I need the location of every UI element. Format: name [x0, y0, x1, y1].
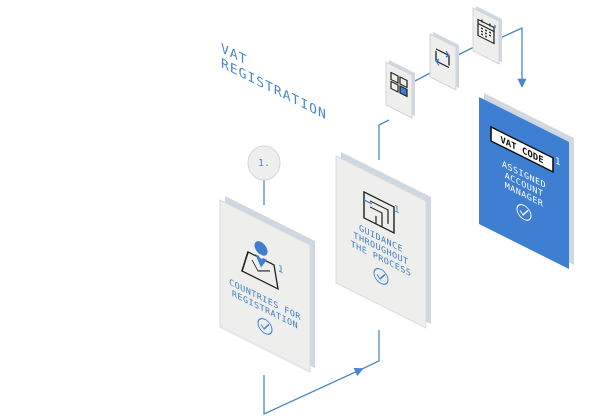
maze-guidance-icon: 1: [363, 190, 400, 234]
card-account-manager: VAT CODE 1 ASSIGNED ACCOUNT MANAGER: [479, 93, 574, 269]
tile-grid: [385, 60, 415, 119]
tile-calendar: [472, 6, 502, 65]
check-circle-icon: [373, 268, 389, 285]
step-badge-label: 1.: [258, 158, 270, 169]
tile-cycle: [429, 32, 459, 91]
flow-line-card1-to-card2: [263, 367, 364, 416]
check-circle-icon: [257, 318, 273, 335]
calendar-icon: [477, 18, 496, 45]
cycle-arrows-icon: [435, 48, 450, 69]
flow-lines: [263, 26, 527, 416]
step-badge: 1.: [247, 145, 281, 181]
card-guidance: 1 GUIDANCE THROUGHOUT THE PROCESS: [335, 152, 431, 329]
map-location-pin-icon: 1: [241, 241, 284, 291]
card-countries: 1 COUNTRIES FOR REGISTRATION: [219, 196, 315, 373]
flow-line-grid-to-cycle: [414, 71, 433, 82]
flow-line-card2-to-grid: [378, 119, 390, 160]
title-line-2: REGISTRATION: [221, 56, 327, 124]
card2-badge: 1: [394, 203, 400, 216]
diagram-title: VAT REGISTRATION: [221, 41, 327, 124]
flow-line-to-card2-bottom: [361, 330, 380, 370]
card1-badge: 1: [278, 263, 284, 276]
flow-line-calendar-to-card3: [499, 26, 527, 88]
card3-badge: 1: [555, 155, 561, 168]
grid-apps-icon: [390, 71, 408, 98]
check-circle-icon: [516, 204, 532, 221]
